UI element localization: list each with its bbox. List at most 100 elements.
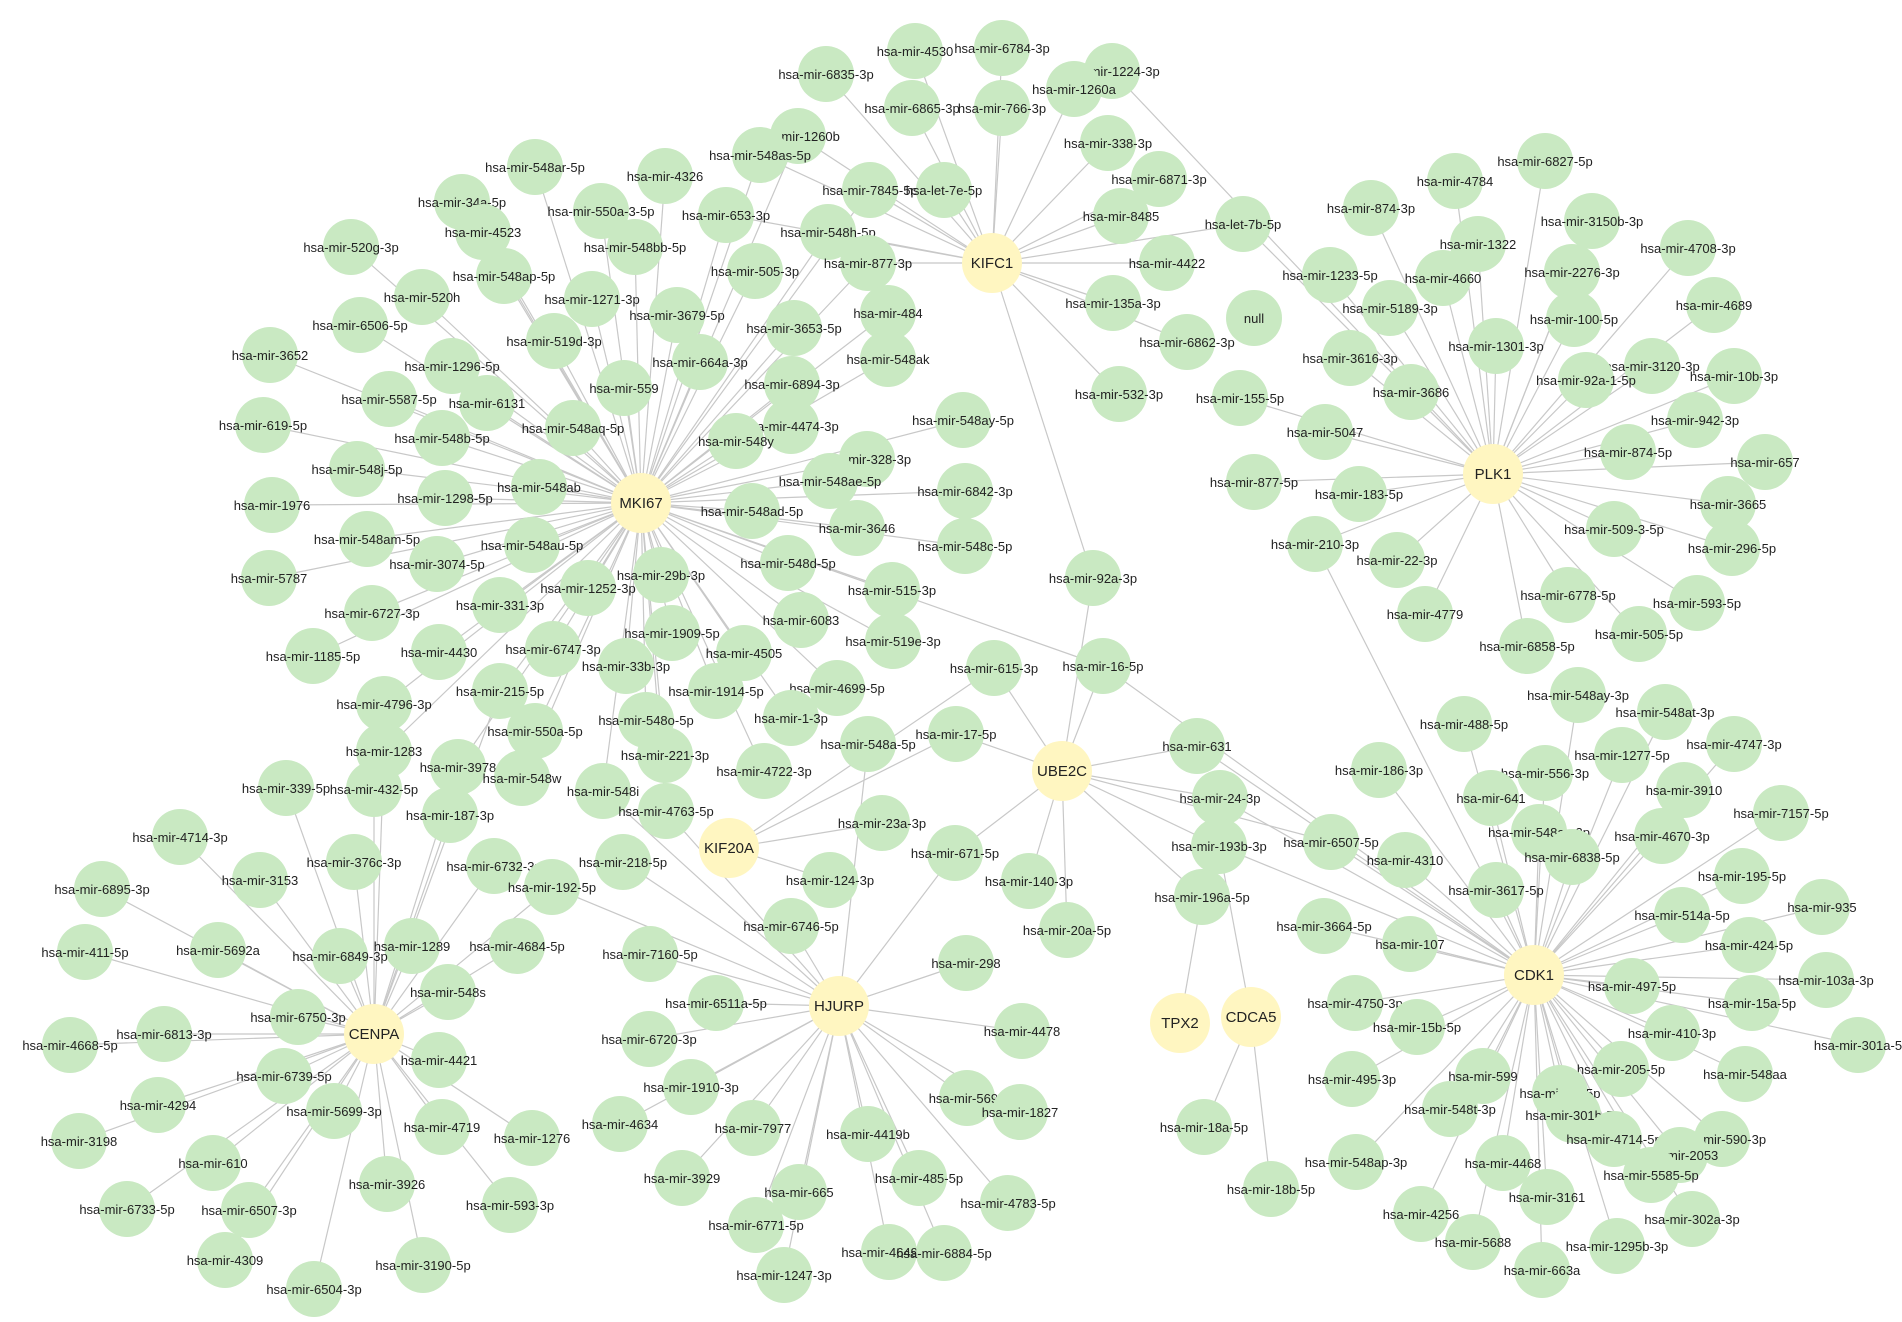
mirna-node-m023[interactable]: hsa-mir-520g-3p [303,219,399,275]
mirna-node-m052[interactable]: hsa-mir-548y [698,413,774,469]
mirna-node-m094[interactable]: hsa-mir-631 [1162,718,1232,774]
mirna-node-m141[interactable]: hsa-mir-4719 [404,1099,481,1155]
hub-node-cenpa[interactable]: CENPA [344,1004,404,1064]
mirna-node-m007[interactable]: hsa-mir-766-3p [958,80,1046,136]
mirna-node-m071[interactable]: hsa-mir-331-3p [456,577,544,633]
mirna-node-m112[interactable]: hsa-mir-671-5p [911,825,999,881]
mirna-node-m158[interactable]: hsa-mir-3190-5p [375,1237,471,1293]
mirna-node-m164[interactable]: hsa-mir-4784 [1417,153,1494,209]
mirna-node-m051[interactable]: hsa-mir-548b-5p [394,410,490,466]
mirna-node-m049[interactable]: hsa-mir-548ay-5p [912,392,1014,448]
mirna-node-m248[interactable]: hsa-mir-18b-5p [1227,1161,1315,1217]
mirna-node-m177[interactable]: hsa-mir-3120-3p [1604,338,1700,394]
mirna-node-m205[interactable]: hsa-mir-556-3p [1501,745,1589,801]
mirna-node-m014[interactable]: hsa-mir-7845-5p [822,162,918,218]
mirna-node-m042[interactable]: hsa-mir-559 [589,360,659,416]
mirna-node-m162[interactable]: hsa-mir-6504-3p [266,1261,362,1317]
mirna-node-m184[interactable]: hsa-mir-5047 [1287,404,1364,460]
mirna-node-m201[interactable]: hsa-mir-488-5p [1420,696,1508,752]
mirna-node-m078[interactable]: hsa-mir-1909-5p [624,605,720,661]
mirna-node-m002[interactable]: hsa-mir-6835-3p [778,46,874,102]
mirna-node-m119[interactable]: hsa-mir-20a-5p [1023,902,1111,958]
mirna-node-m213[interactable]: hsa-mir-6838-5p [1524,829,1620,885]
mirna-node-m085[interactable]: hsa-mir-215-5p [456,663,544,719]
mirna-node-m126[interactable]: hsa-mir-298 [931,935,1001,991]
mirna-node-m103[interactable]: hsa-mir-187-3p [406,787,494,843]
mirna-node-m038[interactable]: hsa-mir-3652 [232,327,309,383]
mirna-node-m013[interactable]: hsa-mir-6871-3p [1111,151,1207,207]
mirna-node-m070[interactable]: hsa-mir-6727-3p [324,585,420,641]
mirna-node-m065[interactable]: hsa-mir-3074-5p [389,536,485,592]
mirna-node-m196[interactable]: hsa-mir-4779 [1387,586,1464,642]
mirna-node-m181[interactable]: hsa-mir-3686 [1373,364,1450,420]
mirna-node-m145[interactable]: hsa-mir-7977 [715,1100,792,1156]
mirna-node-m167[interactable]: hsa-mir-1322 [1440,216,1517,272]
mirna-node-m241[interactable]: hsa-mir-4256 [1383,1186,1460,1242]
mirna-node-m218[interactable]: hsa-mir-3664-5p [1276,898,1372,954]
mirna-node-m210[interactable]: hsa-mir-4670-3p [1614,808,1710,864]
mirna-node-m032[interactable]: hsa-mir-135a-3p [1065,275,1161,331]
mirna-node-m245[interactable]: hsa-mir-1295b-3p [1566,1218,1669,1274]
mirna-node-m015[interactable]: hsa-let-7e-5p [906,162,983,218]
mirna-node-m206[interactable]: hsa-mir-3910 [1646,762,1723,818]
mirna-node-m069[interactable]: hsa-mir-548d-5p [740,535,836,591]
mirna-node-m059[interactable]: hsa-mir-6842-3p [917,463,1013,519]
mirna-node-m009[interactable]: hsa-mir-338-3p [1064,115,1152,171]
mirna-node-m097[interactable]: hsa-mir-4722-3p [716,743,812,799]
hub-node-mki67[interactable]: MKI67 [611,473,671,533]
mirna-node-m012[interactable]: hsa-mir-4326 [627,148,704,204]
mirna-node-m084[interactable]: hsa-mir-4796-3p [336,676,432,732]
mirna-node-m033[interactable]: hsa-mir-6506-5p [312,297,408,353]
mirna-node-m080[interactable]: hsa-mir-33b-3p [582,638,670,694]
mirna-node-m229[interactable]: hsa-mir-548aa [1703,1046,1788,1102]
hub-node-kifc1[interactable]: KIFC1 [962,233,1022,293]
mirna-node-m217[interactable]: hsa-mir-935 [1787,879,1857,935]
mirna-node-m102[interactable]: hsa-mir-24-3p [1180,770,1261,826]
mirna-node-m064[interactable]: hsa-mir-548c-5p [918,518,1013,574]
mirna-node-m090[interactable]: hsa-mir-1-3p [754,690,828,746]
mirna-node-m239[interactable]: hsa-mir-4468 [1465,1135,1542,1191]
mirna-node-m037[interactable]: hsa-mir-6862-3p [1139,314,1235,370]
mirna-node-m189[interactable]: hsa-mir-3665 [1690,476,1767,532]
mirna-node-m170[interactable]: hsa-mir-4660 [1405,250,1482,306]
mirna-node-m186[interactable]: hsa-mir-657 [1730,434,1800,490]
mirna-node-m040[interactable]: hsa-mir-1296-5p [404,338,500,394]
mirna-node-m188[interactable]: hsa-mir-183-5p [1315,466,1403,522]
mirna-node-m079[interactable]: hsa-mir-519e-3p [845,613,941,669]
mirna-node-m021[interactable]: hsa-mir-548h-5p [780,204,876,260]
mirna-node-m001[interactable]: hsa-mir-4530 [877,23,954,79]
mirna-node-m233[interactable]: hsa-mir-548t-3p [1404,1081,1496,1137]
mirna-node-m138[interactable]: hsa-mir-5699-3p [286,1083,382,1139]
mirna-node-m113[interactable]: hsa-mir-3153 [222,852,299,908]
mirna-node-m122[interactable]: hsa-mir-4684-5p [469,918,565,974]
mirna-node-m194[interactable]: hsa-mir-6778-5p [1520,567,1616,623]
mirna-node-m182[interactable]: hsa-mir-155-5p [1196,370,1284,426]
mirna-node-m056[interactable]: hsa-mir-548ae-5p [779,453,882,509]
mirna-node-m200[interactable]: hsa-mir-548at-3p [1616,684,1715,740]
mirna-node-m151[interactable]: hsa-mir-665 [764,1164,834,1220]
mirna-node-m173[interactable]: null [1226,290,1282,346]
mirna-node-m030[interactable]: hsa-mir-1271-3p [544,271,640,327]
mirna-node-m072[interactable]: hsa-mir-515-3p [848,562,936,618]
mirna-node-m238[interactable]: hsa-mir-548ap-3p [1305,1134,1408,1190]
mirna-node-m010[interactable]: hsa-mir-548as-5p [709,127,811,183]
mirna-node-m086[interactable]: hsa-mir-1914-5p [668,663,764,719]
mirna-node-m091[interactable]: hsa-mir-17-5p [916,706,997,762]
mirna-node-m041[interactable]: hsa-mir-664a-3p [652,334,748,390]
mirna-node-m077[interactable]: hsa-mir-6747-3p [505,621,601,677]
mirna-node-m039[interactable]: hsa-mir-548ak [846,331,930,387]
mirna-node-m150[interactable]: hsa-mir-485-5p [875,1150,963,1206]
mirna-node-m054[interactable]: hsa-mir-548j-5p [311,441,403,497]
mirna-node-m192[interactable]: hsa-mir-296-5p [1688,520,1776,576]
mirna-node-m027[interactable]: hsa-mir-548ap-5p [453,248,556,304]
mirna-node-m195[interactable]: hsa-mir-593-5p [1653,575,1741,631]
mirna-node-m228[interactable]: hsa-mir-205-5p [1577,1041,1665,1097]
mirna-node-m066[interactable]: hsa-mir-5787 [231,550,308,606]
mirna-node-m183[interactable]: hsa-mir-942-3p [1651,392,1739,448]
mirna-node-m215[interactable]: hsa-mir-3617-5p [1448,862,1544,918]
mirna-node-m101[interactable]: hsa-mir-548i [567,763,639,819]
mirna-node-m149[interactable]: hsa-mir-3926 [349,1156,426,1212]
mirna-node-m005[interactable]: hsa-mir-1260a [1032,61,1117,117]
mirna-node-m029[interactable]: hsa-mir-520h [384,269,461,325]
mirna-node-m057[interactable]: hsa-mir-1976 [234,477,311,533]
